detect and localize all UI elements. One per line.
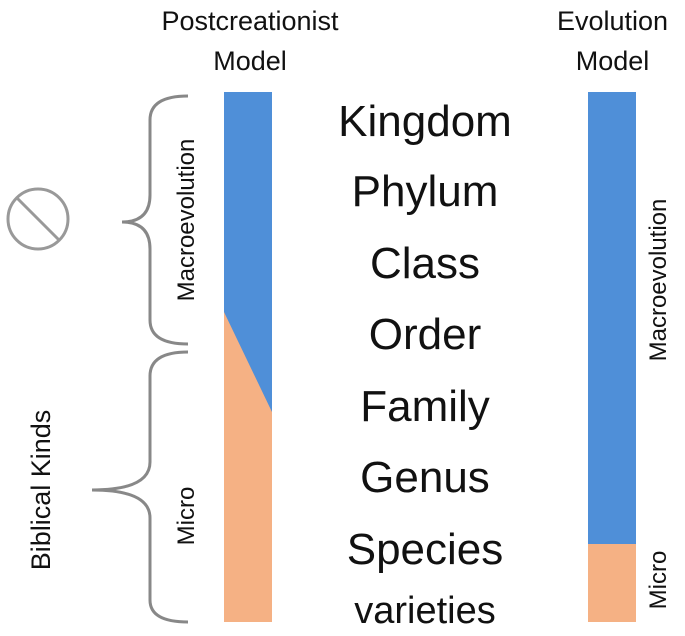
biblical-kinds-label: Biblical Kinds [26, 409, 56, 571]
right-bar-macro-segment [588, 92, 636, 544]
prohibited-icon [6, 187, 70, 251]
right-bar-micro-segment [588, 544, 636, 622]
rank-species: Species [346, 525, 504, 574]
left-model-title-line1: Postcreationist [161, 6, 339, 36]
rank-varieties: varieties [354, 590, 496, 632]
rank-genus: Genus [360, 453, 490, 502]
micro-bracket [91, 350, 189, 624]
left-bar-micro-segment [224, 312, 272, 622]
rank-class: Class [369, 239, 481, 288]
right-macroevolution-label: Macroevolution [645, 198, 672, 362]
right-model-title-line1: Evolution [556, 6, 669, 36]
rank-kingdom: Kingdom [338, 97, 512, 146]
left-model-title-line2: Model [213, 46, 287, 76]
rank-family: Family [360, 382, 490, 431]
left-micro-label: Micro [173, 486, 200, 546]
rank-phylum: Phylum [351, 167, 499, 216]
left-macroevolution-label: Macroevolution [173, 138, 200, 302]
right-model-title-line2: Model [575, 46, 650, 76]
rank-order: Order [368, 310, 482, 359]
macro-bracket [121, 94, 189, 346]
right-micro-label: Micro [645, 550, 672, 610]
